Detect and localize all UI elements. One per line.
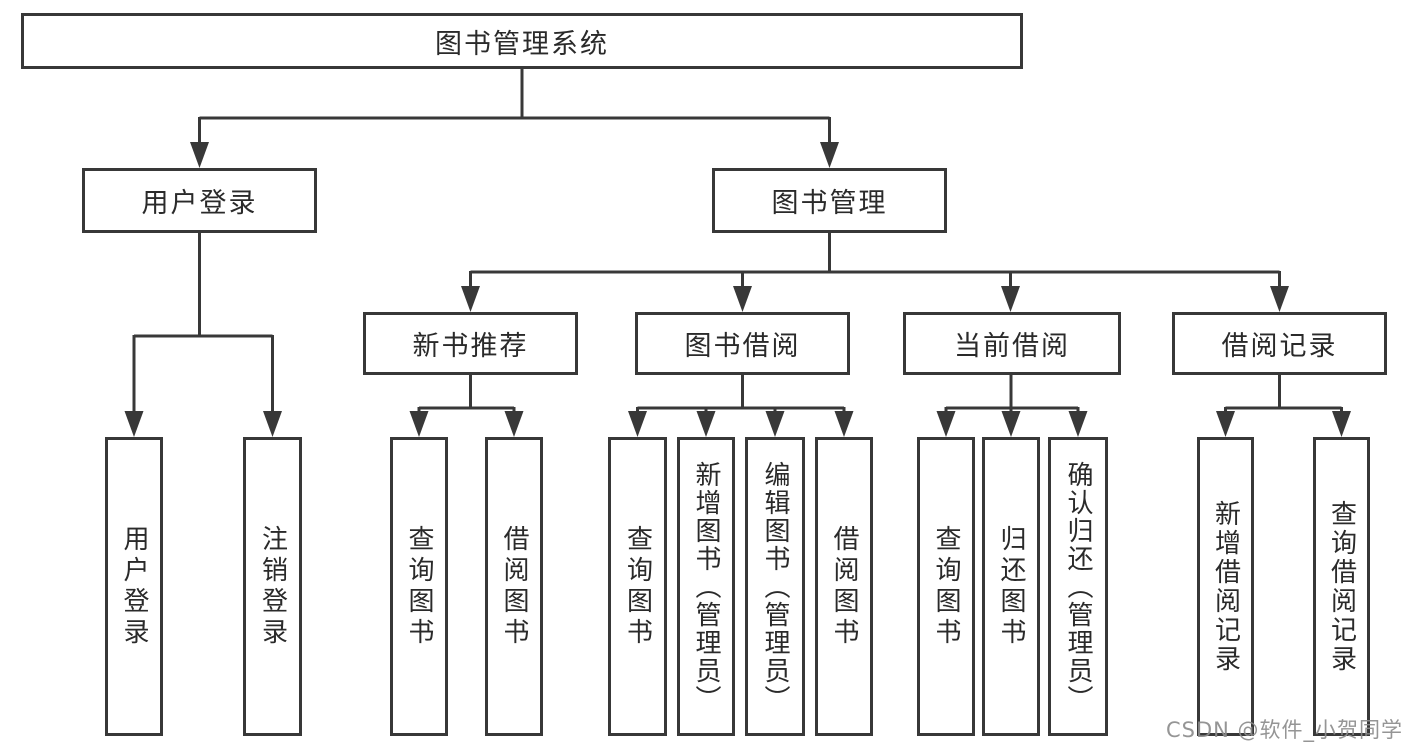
leaf-return-books-label: 归还图书 — [996, 524, 1026, 649]
leaf-query-books-borrowing-label: 查询图书 — [622, 524, 653, 649]
leaf-add-books-admin: 新增图书（管理员） — [677, 437, 735, 736]
leaf-return-books: 归还图书 — [982, 437, 1040, 736]
csdn-watermark: CSDN @软件_小贺同学 — [1166, 718, 1404, 742]
node-borrowing-records-label: 借阅记录 — [1221, 331, 1338, 362]
node-root-library-system: 图书管理系统 — [21, 13, 1023, 69]
leaf-query-books-current: 查询图书 — [917, 437, 975, 736]
node-book-management-label: 图书管理 — [771, 188, 888, 219]
leaf-query-borrow-record: 查询借阅记录 — [1313, 437, 1370, 736]
leaf-query-borrow-record-label: 查询借阅记录 — [1326, 499, 1357, 674]
leaf-query-books-borrowing: 查询图书 — [608, 437, 667, 736]
leaf-edit-books-admin: 编辑图书（管理员） — [745, 437, 805, 736]
leaf-user-login-label: 用户登录 — [119, 524, 149, 649]
leaf-confirm-return-admin-label: 确认归还（管理员） — [1063, 460, 1093, 713]
node-borrowing-records: 借阅记录 — [1172, 312, 1387, 375]
leaf-borrow-books-recommend: 借阅图书 — [485, 437, 543, 736]
node-root-label: 图书管理系统 — [435, 28, 609, 60]
leaf-add-borrow-record-label: 新增借阅记录 — [1210, 499, 1241, 674]
node-current-borrowing-label: 当前借阅 — [954, 331, 1070, 362]
leaf-query-books-current-label: 查询图书 — [931, 524, 961, 649]
leaf-logout-label: 注销登录 — [257, 524, 288, 649]
node-user-login: 用户登录 — [82, 168, 317, 233]
node-new-book-recommend: 新书推荐 — [363, 312, 578, 375]
node-user-login-label: 用户登录 — [141, 188, 258, 219]
arrowheads — [124, 142, 1351, 437]
node-book-borrowing-label: 图书借阅 — [684, 331, 801, 362]
leaf-add-borrow-record: 新增借阅记录 — [1197, 437, 1254, 736]
leaf-query-books-recommend-label: 查询图书 — [404, 524, 434, 649]
node-book-borrowing: 图书借阅 — [635, 312, 850, 375]
leaf-edit-books-admin-label: 编辑图书（管理员） — [760, 460, 790, 713]
leaf-confirm-return-admin: 确认归还（管理员） — [1048, 437, 1108, 736]
leaf-query-books-recommend: 查询图书 — [390, 437, 448, 736]
node-new-book-recommend-label: 新书推荐 — [412, 331, 529, 362]
node-current-borrowing: 当前借阅 — [903, 312, 1121, 375]
leaf-borrow-books-borrowing: 借阅图书 — [815, 437, 873, 736]
leaf-user-login: 用户登录 — [105, 437, 163, 736]
leaf-logout: 注销登录 — [243, 437, 302, 736]
node-book-management: 图书管理 — [712, 168, 947, 233]
leaf-add-books-admin-label: 新增图书（管理员） — [691, 460, 721, 713]
leaf-borrow-books-recommend-label: 借阅图书 — [499, 524, 529, 649]
leaf-borrow-books-borrowing-label: 借阅图书 — [829, 524, 859, 649]
